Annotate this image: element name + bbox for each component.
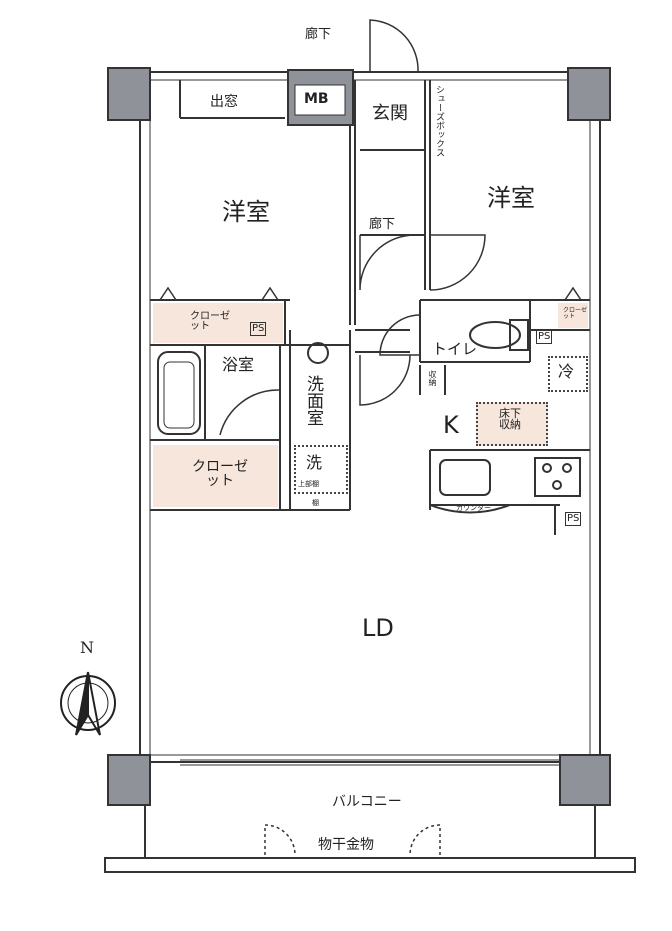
shoe-box-label: シューズボックス [434, 85, 444, 157]
closet-left-top [153, 303, 283, 343]
counter-label: カウンター [456, 504, 491, 512]
western-room-right-label: 洋室 [487, 184, 535, 212]
closet-right-label: クローゼット [563, 307, 588, 320]
closet-left-bottom [153, 445, 278, 507]
washroom-label: 洗面室 [303, 375, 323, 426]
underfloor-storage [476, 402, 548, 446]
compass-icon [60, 671, 116, 736]
bathroom-label: 浴室 [222, 355, 255, 374]
washer-space [294, 445, 348, 494]
closet-left-top-label: クローゼット [190, 311, 230, 332]
toilet-label: トイレ [432, 340, 478, 358]
bay-window-label: 出窓 [210, 94, 238, 110]
corridor-mid-label: 廊下 [369, 217, 396, 232]
living-dining-label: LD [362, 614, 394, 642]
upper-shelf-label: 上部棚 [298, 480, 319, 488]
storage-label: 収納 [428, 370, 437, 386]
fridge-label: 冷 [558, 362, 575, 381]
ps-label-1: PS [250, 322, 267, 336]
balcony-label: バルコニー [332, 794, 402, 810]
shelf-label: 棚 [312, 499, 319, 507]
washer-label: 洗 [306, 453, 323, 472]
kitchen-label: K [443, 411, 459, 439]
underfloor-storage-label: 床下収納 [499, 407, 521, 431]
mb-label: MB [304, 91, 329, 107]
fridge-space [548, 356, 588, 392]
closet-right [558, 303, 588, 328]
ps-label-3: PS [565, 512, 582, 526]
corridor-top-label: 廊下 [305, 27, 332, 42]
drying-hardware-label: 物干金物 [318, 837, 374, 853]
closet-left-bottom-label: クローゼット [192, 459, 248, 489]
western-room-left-label: 洋室 [222, 198, 270, 226]
ps-label-2: PS [536, 330, 553, 344]
north-label: N [80, 638, 94, 657]
entrance-label: 玄関 [372, 103, 408, 124]
